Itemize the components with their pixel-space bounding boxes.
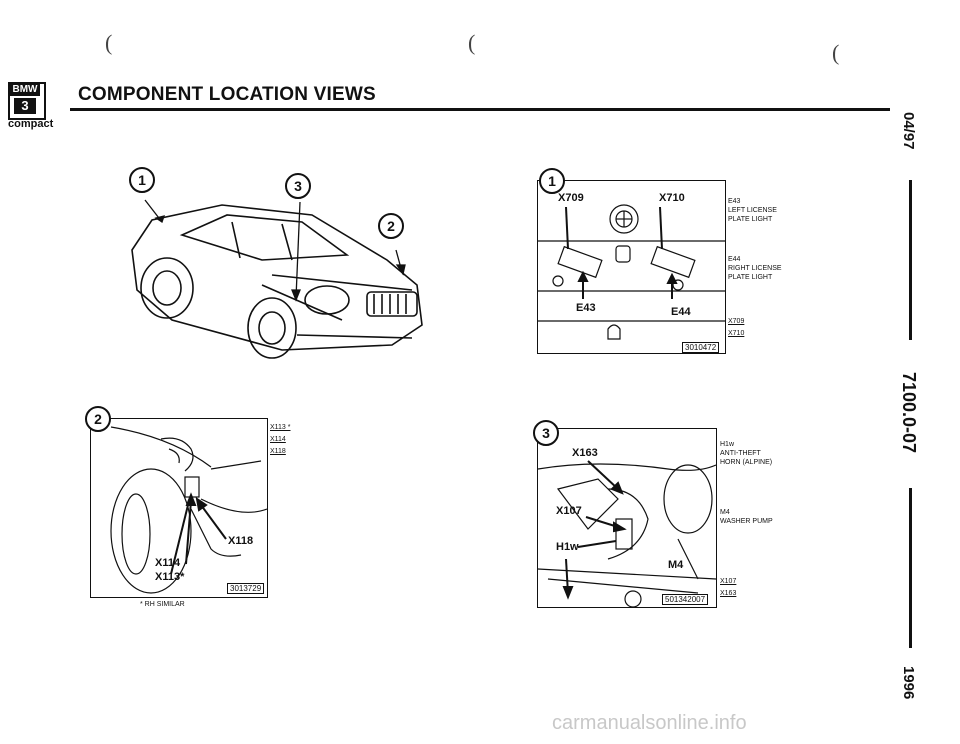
page-title: COMPONENT LOCATION VIEWS — [78, 84, 376, 105]
callout-2-overview: 2 — [378, 213, 404, 239]
view-3-panel: X163 X107 H1w M4 501342007 — [537, 428, 717, 608]
side-year: 1996 — [900, 666, 917, 700]
bmw-3-logo: BMW 3 compact — [8, 82, 54, 130]
view-2-panel: X118 X114 X113* 3013729 — [90, 418, 268, 598]
ref-x709: X709 — [728, 318, 745, 325]
watermark: carmanualsonline.info — [552, 712, 747, 734]
label-x114: X114 — [155, 557, 181, 569]
side-line — [909, 180, 912, 340]
label-e44: E44 — [671, 306, 691, 318]
label-x709: X709 — [558, 192, 584, 204]
legend-e43: E43 LEFT LICENSE PLATE LIGHT — [728, 198, 777, 223]
view-1-illustration — [538, 204, 725, 340]
footnote: * RH SIMILAR — [140, 601, 185, 608]
label-x113: X113* — [155, 571, 185, 583]
view-2-illustration — [110, 426, 267, 594]
label-x118: X118 — [228, 535, 254, 547]
scan-mark: ( — [105, 30, 113, 55]
view-3-figure-number: 501342007 — [662, 594, 709, 605]
label-e43: E43 — [576, 302, 596, 314]
label-h1w: H1w — [556, 541, 579, 553]
car-overview-illustration — [131, 199, 423, 359]
logo-subtitle: compact — [8, 118, 54, 130]
callout-1-overview: 1 — [129, 167, 155, 193]
ref-x113: X113 * — [270, 424, 291, 431]
label-x710: X710 — [659, 192, 685, 204]
view-3-illustration — [538, 460, 716, 607]
view-1-badge: 1 — [539, 168, 565, 194]
header-rule — [70, 108, 890, 111]
legend-m4: M4 WASHER PUMP — [720, 509, 773, 525]
label-m4: M4 — [668, 559, 684, 571]
view-2-figure-number: 3013729 — [227, 583, 265, 594]
label-x107: X107 — [556, 505, 582, 517]
legend-e44: E44 RIGHT LICENSE PLATE LIGHT — [728, 256, 782, 281]
view-2-badge: 2 — [85, 406, 111, 432]
view-3-badge: 3 — [533, 420, 559, 446]
side-line — [909, 488, 912, 648]
callout-3-overview: 3 — [285, 173, 311, 199]
ref-x710: X710 — [728, 330, 745, 337]
label-x163: X163 — [572, 447, 598, 459]
view-1-panel: X709 X710 E43 E44 3010472 — [537, 180, 726, 354]
ref-x118: X118 — [270, 448, 286, 455]
scan-mark: ( — [832, 40, 840, 65]
side-doc-number: 7100.0-07 — [899, 372, 919, 454]
ref-x114: X114 — [270, 436, 286, 443]
ref-x163: X163 — [720, 590, 737, 597]
scan-mark: ( — [468, 30, 476, 55]
legend-h1w: H1w ANTI-THEFT HORN (ALPINE) — [720, 441, 773, 466]
view-1-figure-number: 3010472 — [682, 342, 720, 353]
ref-x107: X107 — [720, 578, 737, 585]
side-date: 04/97 — [900, 112, 917, 150]
